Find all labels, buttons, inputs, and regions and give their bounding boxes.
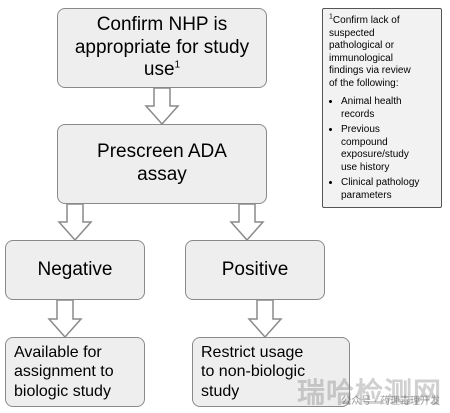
footnote-head-line-4: findings via review bbox=[329, 65, 411, 76]
arrow-prescreen-to-positive bbox=[229, 203, 265, 242]
footnote-marker: 1 bbox=[329, 13, 333, 21]
available-for-assignment-box: Available for assignment to biologic stu… bbox=[5, 337, 145, 407]
confirm-line2: appropriate for study bbox=[74, 36, 250, 58]
prescreen-line1: Prescreen ADA bbox=[97, 141, 227, 163]
negative-box: Negative bbox=[5, 240, 145, 300]
footnote-head-line-5: of the following: bbox=[329, 77, 399, 89]
watermark-account-text: 公众号 · 药理毒理开发 bbox=[341, 396, 440, 407]
footnote-item: Previous compound exposure/study use his… bbox=[341, 124, 436, 174]
confirm-nhp-box: Confirm NHP is appropriate for study use… bbox=[57, 8, 267, 88]
negative-label: Negative bbox=[37, 258, 113, 280]
positive-label: Positive bbox=[221, 258, 289, 280]
confirm-line3-text: use bbox=[143, 59, 175, 81]
positive-box: Positive bbox=[185, 240, 325, 300]
available-line2: assignment to bbox=[14, 363, 114, 381]
confirm-line3: use1 bbox=[75, 59, 249, 82]
footnote-item-line: records bbox=[341, 108, 375, 120]
footnote-head-line-1: suspected bbox=[329, 27, 375, 39]
arrow-negative-to-available bbox=[47, 299, 83, 339]
restrict-line3: study bbox=[201, 382, 240, 400]
arrow-prescreen-to-negative bbox=[57, 203, 93, 242]
prescreen-line2: assay bbox=[137, 164, 187, 185]
restrict-line1: Restrict usage bbox=[201, 344, 304, 362]
footnote-item-line: exposure/study bbox=[341, 149, 409, 160]
footnote-item-line: Previous bbox=[341, 124, 380, 135]
footnote-item: Animal health records bbox=[341, 96, 436, 121]
footnote-item-line: compound bbox=[341, 136, 388, 148]
footnote-head-line-0: 1Confirm lack of bbox=[329, 13, 436, 28]
footnote-item-line: use history bbox=[341, 161, 390, 173]
confirm-line1: Confirm NHP is bbox=[96, 13, 228, 35]
footnote-head-text-0: Confirm lack of bbox=[332, 15, 400, 26]
footnote-list: Animal health records Previous compound … bbox=[329, 96, 436, 202]
available-line3: biologic study bbox=[14, 382, 111, 400]
footnote-item-line: Clinical pathology bbox=[341, 177, 420, 188]
footnote-box: 1Confirm lack of suspected pathological … bbox=[322, 8, 442, 208]
footnote-item: Clinical pathology parameters bbox=[341, 177, 436, 202]
restrict-usage-box: Restrict usage to non-biologic study bbox=[192, 337, 350, 407]
arrow-positive-to-restrict bbox=[247, 299, 283, 339]
footnote-item-line: Animal health bbox=[341, 96, 402, 107]
footnote-head-line-2: pathological or bbox=[329, 40, 395, 51]
watermark-logo-text: 瑞哈检测网 bbox=[296, 377, 442, 408]
arrow-confirm-to-prescreen bbox=[144, 87, 180, 126]
footnote-item-line: parameters bbox=[341, 189, 392, 201]
restrict-line2: to non-biologic bbox=[201, 363, 306, 381]
available-line1: Available for bbox=[14, 344, 102, 362]
prescreen-ada-box: Prescreen ADA assay bbox=[57, 124, 267, 204]
footnote-head-line-3: immunological bbox=[329, 52, 393, 64]
confirm-footnote-marker: 1 bbox=[174, 60, 181, 72]
footnote-heading: 1Confirm lack of suspected pathological … bbox=[329, 13, 436, 90]
